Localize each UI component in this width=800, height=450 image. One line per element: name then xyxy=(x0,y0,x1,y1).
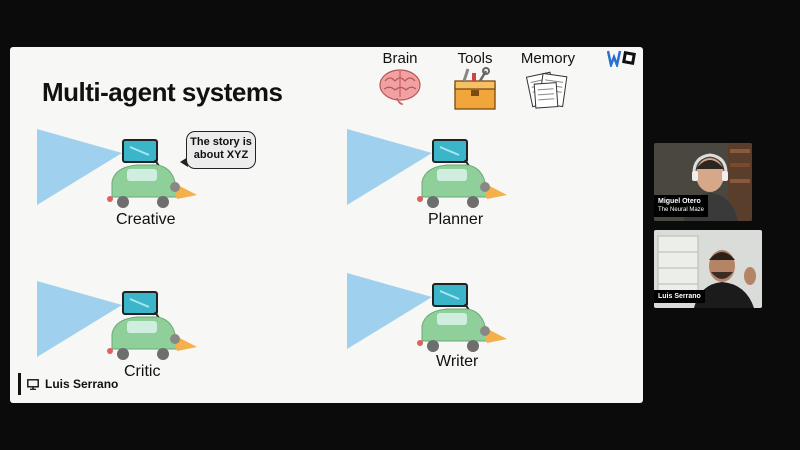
agent-label-creative: Creative xyxy=(116,211,176,228)
participant-name-tag: Luis Serrano xyxy=(654,290,705,303)
participant-name: Miguel Otero xyxy=(658,198,701,205)
participant-name: Luis Serrano xyxy=(658,293,701,300)
presenter-indicator: Luis Serrano xyxy=(18,373,118,395)
participant-name-tag: Miguel Otero The Neural Maze xyxy=(654,195,709,217)
slide-title: Multi-agent systems xyxy=(42,77,283,107)
presenter-name: Luis Serrano xyxy=(45,377,119,391)
agent-writer: Writer xyxy=(347,271,527,391)
memory-label: Memory xyxy=(520,50,576,67)
toolbox-icon xyxy=(454,67,496,110)
tools-item: Tools xyxy=(450,50,500,118)
car-agent-icon xyxy=(37,129,197,208)
screen-share-icon xyxy=(27,378,39,390)
video-tile-miguel[interactable]: Miguel Otero The Neural Maze xyxy=(654,143,752,221)
stream-logo-icon xyxy=(607,50,636,67)
tools-label: Tools xyxy=(457,50,493,67)
speech-bubble-line1: The story is xyxy=(190,136,252,148)
brain-icon xyxy=(379,69,421,105)
speech-bubble: The story is about XYZ xyxy=(186,131,256,169)
speech-bubble-line2: about XYZ xyxy=(193,149,249,161)
car-agent-icon xyxy=(347,273,507,352)
memory-papers-icon xyxy=(525,71,568,109)
agent-label-writer: Writer xyxy=(436,353,479,370)
car-agent-icon xyxy=(347,129,507,208)
car-agent-icon xyxy=(37,281,197,360)
agent-label-critic: Critic xyxy=(124,363,161,380)
participant-subtitle: The Neural Maze xyxy=(658,207,705,213)
brain-item: Brain xyxy=(375,50,425,114)
presentation-slide: Multi-agent systems Brain Tools Memory xyxy=(10,47,643,403)
brain-label: Brain xyxy=(382,50,418,67)
agent-critic: Critic xyxy=(37,279,217,399)
speech-bubble-tail xyxy=(180,157,188,167)
memory-item: Memory xyxy=(518,50,578,114)
agent-creative: Creative xyxy=(37,127,217,247)
agent-label-planner: Planner xyxy=(428,211,484,228)
video-tile-luis[interactable]: Luis Serrano xyxy=(654,230,762,308)
agent-planner: Planner xyxy=(347,127,527,247)
presenter-bar xyxy=(18,373,21,395)
